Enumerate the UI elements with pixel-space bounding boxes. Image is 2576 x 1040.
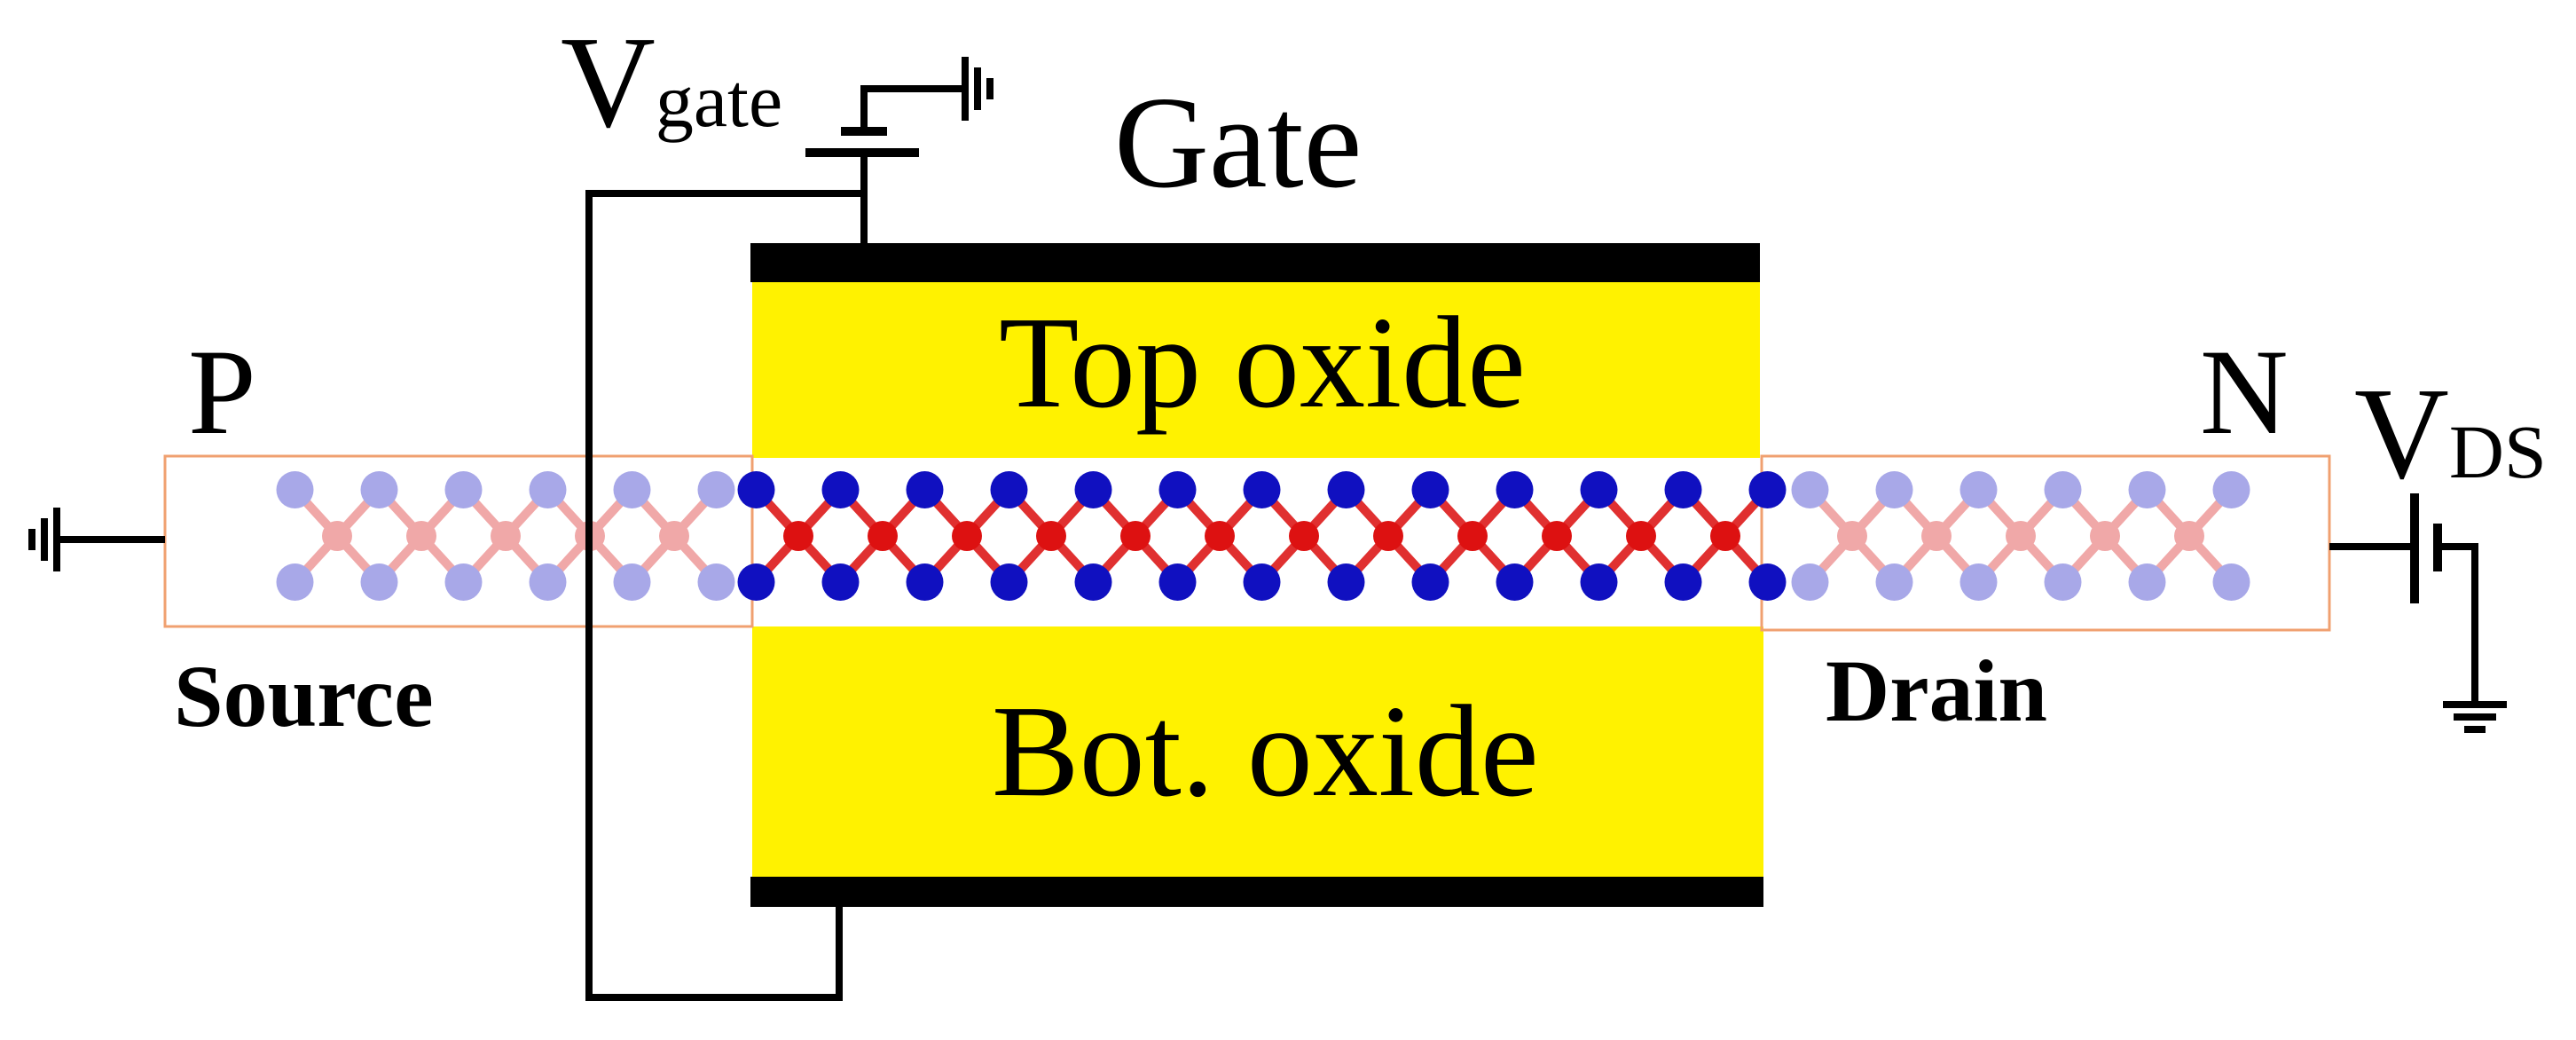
channel-chalcogen-atom xyxy=(1748,563,1787,601)
drain-chalcogen-atom xyxy=(2044,471,2082,508)
drain-metal-atom xyxy=(1837,521,1867,551)
top-oxide-label: Top oxide xyxy=(999,290,1526,436)
source-chalcogen-atom xyxy=(613,471,651,508)
atom-chain xyxy=(276,471,2250,601)
channel-metal-atom xyxy=(1542,521,1572,551)
channel-metal-atom xyxy=(1036,521,1066,551)
channel-chalcogen-atom xyxy=(1664,563,1702,601)
channel-metal-atom xyxy=(868,521,898,551)
channel-chalcogen-atom xyxy=(737,563,775,601)
channel-chalcogen-atom xyxy=(1158,471,1197,508)
channel-chalcogen-atom xyxy=(1074,563,1112,601)
source-metal-atom xyxy=(406,521,436,551)
source-chalcogen-atom xyxy=(529,471,567,508)
ground-icon xyxy=(2443,701,2507,733)
channel-chalcogen-atom xyxy=(1664,471,1702,508)
channel-chalcogen-atom xyxy=(1243,563,1281,601)
channel-chalcogen-atom xyxy=(990,471,1028,508)
gate-loop-wire xyxy=(585,190,868,1001)
source-chalcogen-atom xyxy=(697,563,735,601)
source-chalcogen-atom xyxy=(360,471,398,508)
drain-chalcogen-atom xyxy=(2044,563,2082,601)
drain-chalcogen-atom xyxy=(1875,563,1913,601)
drain-chalcogen-atom xyxy=(1791,471,1829,508)
drain-metal-atom xyxy=(1921,521,1952,551)
channel-metal-atom xyxy=(952,521,982,551)
source-metal-atom xyxy=(491,521,521,551)
channel-chalcogen-atom xyxy=(1411,471,1449,508)
top-oxide-layer xyxy=(752,268,1760,458)
top-gate-electrode xyxy=(750,243,1760,282)
bot-oxide-label: Bot. oxide xyxy=(992,679,1539,824)
drain-chalcogen-atom xyxy=(1875,471,1913,508)
source-label: Source xyxy=(174,647,434,745)
gate-ground-wire xyxy=(860,85,965,131)
channel-chalcogen-atom xyxy=(1748,471,1787,508)
v-ds-label: VDS xyxy=(2354,361,2547,507)
source-metal-atom xyxy=(659,521,689,551)
channel-chalcogen-atom xyxy=(1327,471,1365,508)
ds-ground-wire xyxy=(2438,543,2478,701)
drain-label: Drain xyxy=(1826,642,2047,740)
channel-metal-atom xyxy=(1457,521,1488,551)
channel-metal-atom xyxy=(1205,521,1235,551)
channel-chalcogen-atom xyxy=(1243,471,1281,508)
source-chalcogen-atom xyxy=(444,563,483,601)
drain-metal-atom xyxy=(2090,521,2120,551)
channel-chalcogen-atom xyxy=(906,563,944,601)
channel-metal-atom xyxy=(1710,521,1740,551)
ground-icon xyxy=(28,508,60,571)
channel-metal-atom xyxy=(1289,521,1319,551)
source-chalcogen-atom xyxy=(276,563,314,601)
drain-chalcogen-atom xyxy=(1791,563,1829,601)
channel-chalcogen-atom xyxy=(1580,471,1618,508)
p-region-label: P xyxy=(188,324,256,460)
source-metal-atom xyxy=(322,521,352,551)
source-chalcogen-atom xyxy=(697,471,735,508)
channel-chalcogen-atom xyxy=(821,563,860,601)
drain-metal-atom xyxy=(2006,521,2036,551)
bottom-gate-electrode xyxy=(750,877,1763,907)
channel-chalcogen-atom xyxy=(1158,563,1197,601)
drain-chalcogen-atom xyxy=(2212,563,2250,601)
gate-battery xyxy=(805,85,965,157)
channel-chalcogen-atom xyxy=(1074,471,1112,508)
n-region-label: N xyxy=(2200,324,2289,460)
channel-chalcogen-atom xyxy=(737,471,775,508)
channel-chalcogen-atom xyxy=(990,563,1028,601)
channel-chalcogen-atom xyxy=(1580,563,1618,601)
channel-chalcogen-atom xyxy=(906,471,944,508)
drain-chalcogen-atom xyxy=(1959,563,1998,601)
channel-metal-atom xyxy=(1373,521,1403,551)
gate-label: Gate xyxy=(1114,70,1362,216)
channel-chalcogen-atom xyxy=(1496,563,1534,601)
source-chalcogen-atom xyxy=(613,563,651,601)
drain-chalcogen-atom xyxy=(2128,563,2166,601)
drain-chalcogen-atom xyxy=(2128,471,2166,508)
channel-metal-atom xyxy=(1626,521,1656,551)
channel-chalcogen-atom xyxy=(821,471,860,508)
channel-chalcogen-atom xyxy=(1411,563,1449,601)
ground-icon xyxy=(962,57,993,121)
source-chalcogen-atom xyxy=(444,471,483,508)
drain-metal-atom xyxy=(2174,521,2204,551)
channel-chalcogen-atom xyxy=(1327,563,1365,601)
drain-chalcogen-atom xyxy=(2212,471,2250,508)
channel-metal-atom xyxy=(1120,521,1151,551)
channel-chalcogen-atom xyxy=(1496,471,1534,508)
source-chalcogen-atom xyxy=(529,563,567,601)
source-chalcogen-atom xyxy=(276,471,314,508)
channel-metal-atom xyxy=(783,521,813,551)
bottom-oxide-layer xyxy=(752,626,1763,886)
v-gate-label: Vgate xyxy=(561,10,782,155)
source-chalcogen-atom xyxy=(360,563,398,601)
drain-chalcogen-atom xyxy=(1959,471,1998,508)
